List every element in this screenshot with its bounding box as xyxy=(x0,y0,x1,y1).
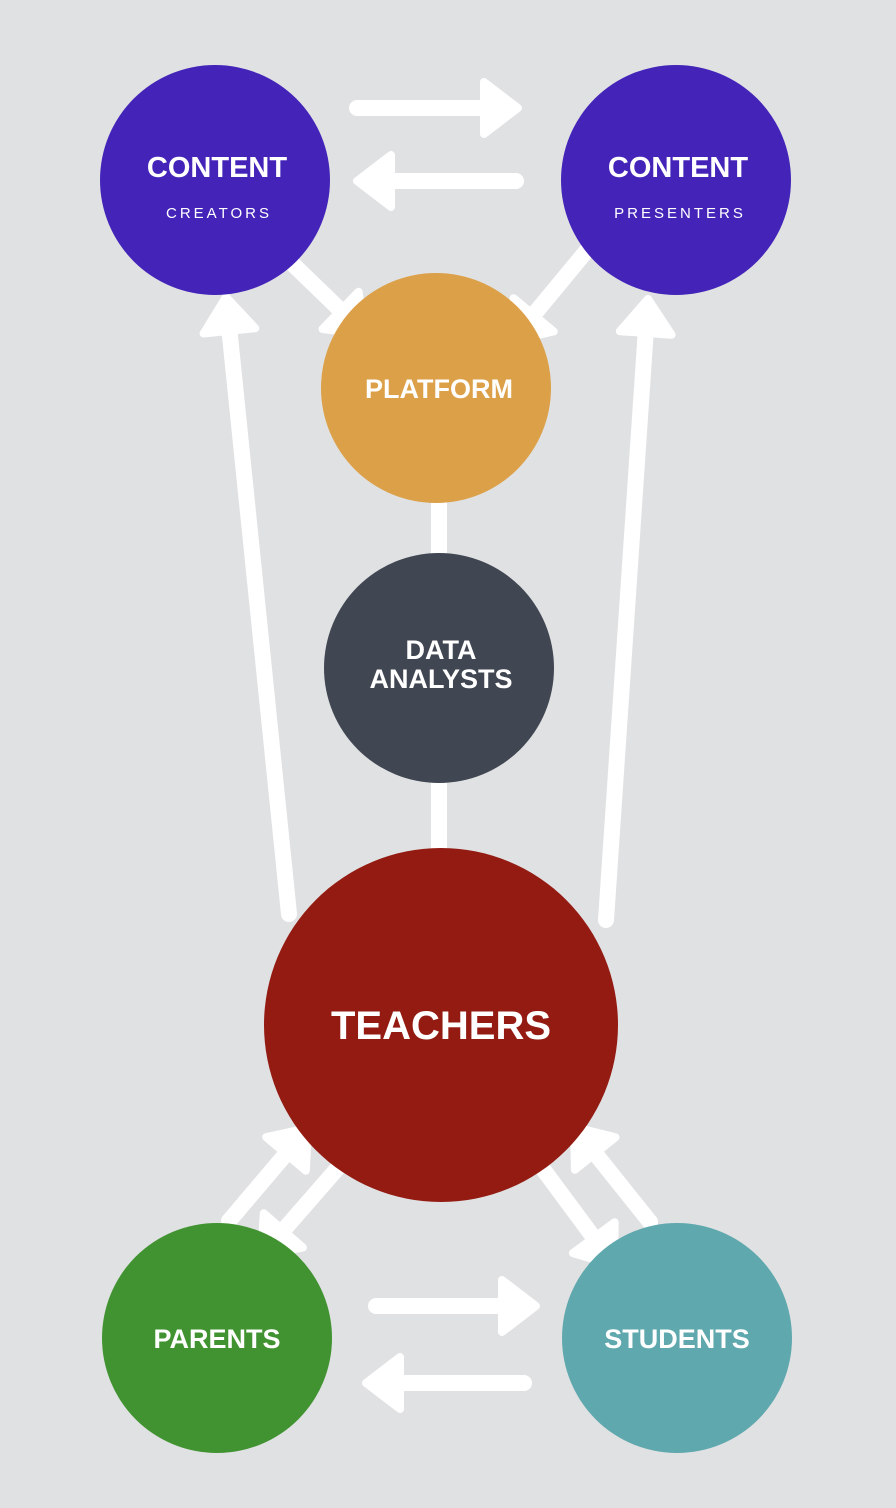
arrow-shaft xyxy=(598,320,654,928)
teachers-title: TEACHERS xyxy=(331,1004,551,1048)
teachers-circle xyxy=(264,848,618,1202)
arrow-head xyxy=(262,1124,312,1175)
arrow-head xyxy=(353,151,395,211)
arrow-teachers-to-content-presenters xyxy=(598,295,676,928)
arrow-students-to-teachers xyxy=(570,1123,658,1230)
content-presenters-circle xyxy=(561,65,791,295)
arrow-shaft xyxy=(272,1154,351,1242)
arrow-shaft xyxy=(221,1142,297,1229)
parents-circle xyxy=(102,1223,332,1453)
node-data-analysts: DATA ANALYSTS xyxy=(324,553,554,783)
arrow-students-to-parents xyxy=(362,1353,532,1413)
arrow-content-creators-to-content-presenters xyxy=(349,78,522,138)
platform-title: PLATFORM xyxy=(365,374,513,404)
content-presenters-title: CONTENT xyxy=(608,152,748,184)
arrow-head xyxy=(498,1276,540,1336)
arrow-head xyxy=(480,78,522,138)
arrow-parents-to-teachers xyxy=(221,1124,312,1229)
content-creators-subtitle: CREATORS xyxy=(166,205,272,222)
arrow-head xyxy=(615,295,676,339)
platform-circle xyxy=(321,273,551,503)
data-analysts-circle xyxy=(324,553,554,783)
data-analysts-line2: ANALYSTS xyxy=(369,664,512,694)
arrow-shaft xyxy=(532,1157,605,1249)
arrow-head xyxy=(570,1123,620,1174)
students-circle xyxy=(562,1223,792,1453)
node-students: STUDENTS xyxy=(562,1223,792,1453)
arrow-content-presenters-to-content-creators xyxy=(353,151,524,211)
content-presenters-subtitle: PRESENTERS xyxy=(614,205,746,222)
arrow-shaft xyxy=(584,1142,658,1230)
node-teachers: TEACHERS xyxy=(264,848,618,1202)
arrow-shaft xyxy=(523,235,601,326)
content-creators-title: CONTENT xyxy=(147,152,287,184)
node-platform: PLATFORM xyxy=(321,273,551,503)
arrow-head xyxy=(362,1353,404,1413)
data-analysts-line1: DATA xyxy=(406,635,477,665)
node-parents: PARENTS xyxy=(102,1223,332,1453)
node-content-creators: CONTENT CREATORS xyxy=(100,65,330,295)
node-content-presenters: CONTENT PRESENTERS xyxy=(561,65,791,295)
arrow-head xyxy=(199,293,260,338)
content-creators-circle xyxy=(100,65,330,295)
parents-title: PARENTS xyxy=(153,1324,280,1354)
arrow-shaft xyxy=(221,318,297,922)
students-title: STUDENTS xyxy=(604,1324,750,1354)
arrow-parents-to-students xyxy=(368,1276,540,1336)
arrow-teachers-to-content-creators xyxy=(199,293,297,922)
